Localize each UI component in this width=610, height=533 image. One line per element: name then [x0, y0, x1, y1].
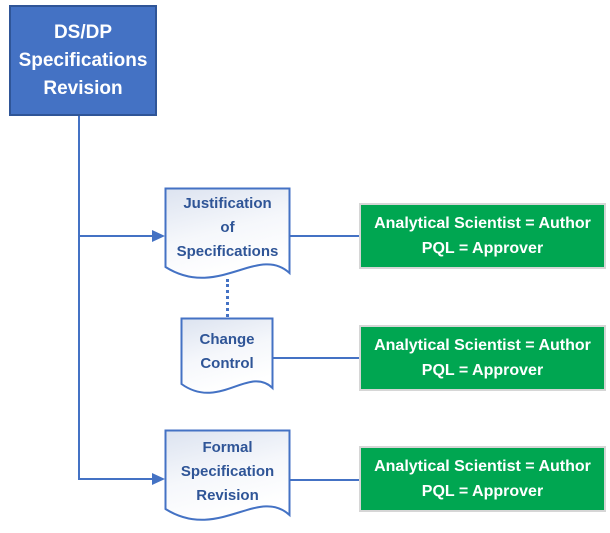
doc-change-control: Change Control — [180, 317, 274, 409]
doc-formal-specification-revision-label: Formal Specification Revision — [180, 439, 275, 504]
document-shape-icon — [164, 429, 291, 521]
doc-change-control-label: Change Control — [199, 331, 255, 372]
connector-justification-to-role — [290, 235, 360, 237]
arrowhead-right-icon — [152, 230, 165, 242]
role-box-change-control: Analytical Scientist = Author PQL = Appr… — [359, 325, 606, 391]
role-box-formal-revision-label: Analytical Scientist = Author PQL = Appr… — [374, 458, 591, 500]
document-shape-icon — [164, 187, 291, 279]
connector-branch-formal-revision — [78, 478, 154, 480]
doc-justification-of-specifications: Justification of Specifications — [164, 187, 291, 295]
node-dsdp-specifications-revision: DS/DP Specifications Revision — [9, 5, 157, 116]
connector-formal-revision-to-role — [290, 479, 360, 481]
role-box-justification: Analytical Scientist = Author PQL = Appr… — [359, 203, 606, 269]
node-dsdp-specifications-revision-label: DS/DP Specifications Revision — [18, 21, 148, 99]
role-box-change-control-label: Analytical Scientist = Author PQL = Appr… — [374, 337, 591, 379]
connector-trunk-vertical — [78, 116, 80, 480]
role-box-justification-label: Analytical Scientist = Author PQL = Appr… — [374, 215, 591, 257]
connector-branch-justification — [78, 235, 154, 237]
role-box-formal-revision: Analytical Scientist = Author PQL = Appr… — [359, 446, 606, 512]
doc-justification-of-specifications-label: Justification of Specifications — [176, 195, 279, 260]
connector-dotted-justification-to-change-control — [226, 279, 229, 317]
document-shape-icon — [180, 317, 274, 394]
arrowhead-right-icon — [152, 473, 165, 485]
connector-change-control-to-role — [272, 357, 360, 359]
doc-formal-specification-revision: Formal Specification Revision — [164, 429, 291, 533]
